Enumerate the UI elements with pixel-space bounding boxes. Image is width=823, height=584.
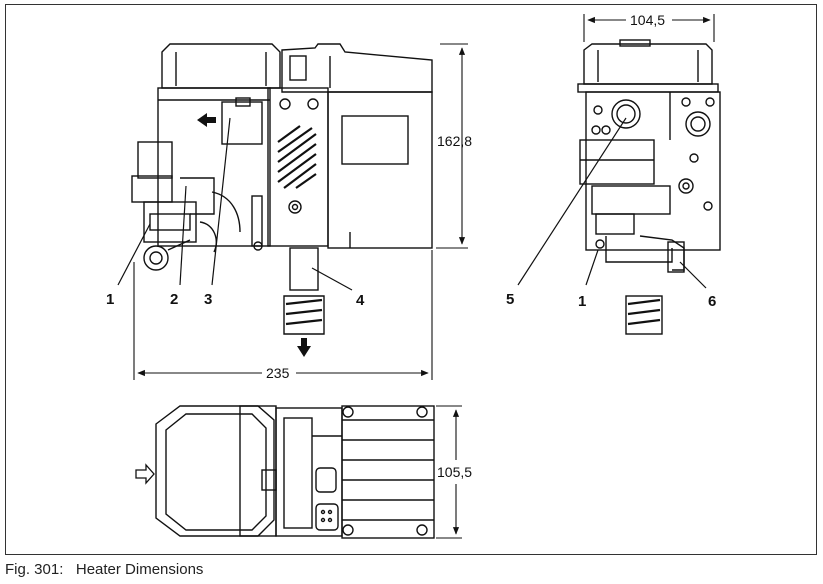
top-view <box>155 405 435 539</box>
exhaust-direction-arrow-icon <box>297 338 311 357</box>
figure-frame <box>5 4 817 555</box>
air-direction-arrow-icon <box>197 113 216 127</box>
callout-4: 4 <box>356 292 365 309</box>
depth-dimension <box>436 405 462 539</box>
width-dimension-value: 235 <box>266 365 290 381</box>
callout-2: 2 <box>170 291 178 308</box>
figure-caption: Fig. 301: Heater Dimensions <box>5 561 204 578</box>
callout-1-right: 1 <box>578 293 586 310</box>
side-width-dimension <box>583 14 715 42</box>
callout-5: 5 <box>506 291 514 308</box>
height-dimension-value: 162,8 <box>437 133 472 149</box>
callout-6: 6 <box>708 293 716 310</box>
width-dimension <box>133 250 433 380</box>
callout-1-left: 1 <box>106 291 114 308</box>
front-view <box>131 43 433 335</box>
depth-dimension-value: 105,5 <box>437 464 472 480</box>
callout-3: 3 <box>204 291 212 308</box>
air-inlet-arrow-icon <box>135 463 155 485</box>
side-width-dimension-value: 104,5 <box>630 12 665 28</box>
side-view <box>577 39 721 335</box>
height-dimension <box>436 43 468 249</box>
side-leader-lines <box>517 117 707 289</box>
front-leader-lines <box>117 117 353 291</box>
